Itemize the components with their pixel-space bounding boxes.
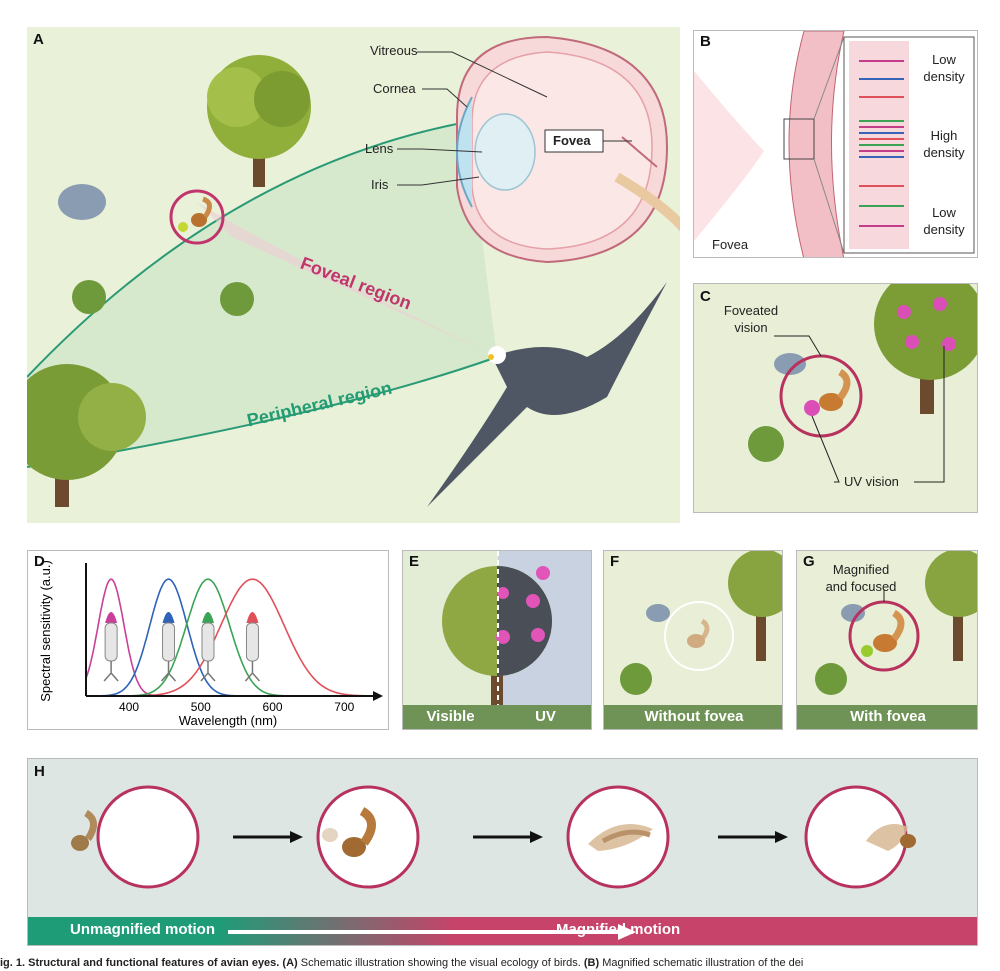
- label-low-density-bottom: Low density: [923, 205, 965, 237]
- label-without-fovea: Without fovea: [604, 705, 782, 729]
- panel-c-illustration: [748, 284, 977, 483]
- label-lens: Lens: [365, 141, 394, 156]
- uv-leader-fruit: [914, 346, 945, 483]
- fruit-tree: [874, 284, 977, 414]
- sensitivity-curve-3: [86, 578, 373, 697]
- panel-b-label: B: [700, 33, 711, 50]
- rock: [58, 184, 106, 220]
- x-tick-label: 600: [263, 700, 283, 714]
- panel-e-illustration: [403, 551, 591, 729]
- panel-c: C Foveated vision UV vision: [693, 283, 978, 513]
- panel-b: B Fovea Low density High densit: [693, 30, 978, 258]
- cone-glyph-3: [200, 612, 216, 682]
- peripheral-region-boundary-top: [27, 121, 468, 378]
- label-fovea: Fovea: [553, 133, 591, 148]
- sensitivity-curve-4: [86, 578, 373, 697]
- panel-g-illustration: [815, 551, 977, 695]
- fovea-pit-left: [694, 71, 764, 241]
- foveal-target-circle: [169, 189, 225, 245]
- panel-d-label: D: [34, 553, 45, 570]
- label-unmagnified-motion: Unmagnified motion: [70, 921, 215, 938]
- spectral-sensitivity-chart: 400 500 600 700 Spectral sensitivity (a.u.)…: [38, 560, 383, 728]
- panel-f-illustration: [620, 551, 782, 695]
- tree-top: [207, 55, 311, 187]
- x-axis-label: Wavelength (nm): [179, 713, 278, 728]
- cone-glyphs: [103, 612, 261, 682]
- panel-g-label: G: [803, 553, 815, 570]
- cone-glyph-4: [244, 612, 261, 682]
- bush-2: [220, 282, 254, 316]
- photoreceptors: [859, 60, 904, 227]
- panel-f-label: F: [610, 553, 620, 570]
- panel-a: A: [27, 27, 680, 523]
- label-foveated-vision: Foveated vision: [723, 303, 779, 335]
- eagle: [427, 282, 667, 507]
- y-axis-label: Spectral sensitivity (a.u.): [38, 560, 53, 702]
- label-with-fovea: With fovea: [797, 705, 977, 729]
- panel-a-illustration: [27, 35, 680, 507]
- panel-d: D 400 500 600 700 Spectral sensitivity (a.u…: [27, 550, 389, 730]
- unfocused-circle: [664, 601, 734, 671]
- label-iris: Iris: [371, 177, 389, 192]
- figure-caption: ig. 1. Structural and functional feature…: [0, 957, 804, 969]
- cone-glyph-2: [160, 612, 177, 682]
- x-axis-arrow: [373, 691, 383, 701]
- label-b-fovea: Fovea: [712, 237, 749, 252]
- bush-1: [72, 280, 106, 314]
- rock: [774, 353, 806, 375]
- x-tick-label: 700: [334, 700, 354, 714]
- label-magnified-motion: Magnified motion: [556, 921, 681, 938]
- panel-c-label: C: [700, 288, 711, 305]
- foveated-vision-circle: [779, 354, 863, 438]
- label-vitreous: Vitreous: [370, 43, 418, 58]
- zoom-line-bottom: [813, 158, 845, 254]
- label-uv-vision: UV vision: [844, 474, 899, 489]
- bush: [748, 426, 784, 462]
- uv-ball: [804, 400, 820, 416]
- zoom-box: [783, 118, 815, 160]
- zoom-line-top: [813, 36, 845, 120]
- label-cornea: Cornea: [373, 81, 416, 96]
- peripheral-region-wedge: [27, 122, 497, 467]
- uv-canopy: [497, 566, 552, 676]
- squirrel-tail: [202, 196, 212, 219]
- sensitivity-curve-1: [85, 578, 373, 697]
- label-magnified-focused: Magnified and focused: [825, 562, 897, 594]
- cone-glyph-1: [103, 612, 119, 682]
- x-tick-label: 400: [119, 700, 139, 714]
- squirrel-body: [819, 393, 843, 411]
- squirrel-body: [191, 213, 207, 227]
- panel-a-label: A: [33, 31, 44, 48]
- x-tick-label: 500: [191, 700, 211, 714]
- panel-b-illustration: [694, 31, 975, 257]
- visible-uv-bar: [403, 705, 591, 729]
- eye-diagram: [397, 35, 680, 264]
- panel-e: E Visible UV: [402, 550, 592, 730]
- label-high-density: High density: [923, 128, 965, 160]
- foveated-leader: [774, 335, 822, 357]
- uv-leader-ball: [811, 415, 840, 483]
- tree-bottom-left: [27, 364, 146, 507]
- label-low-density-top: Low density: [923, 52, 965, 84]
- sensitivity-curve-2: [86, 578, 373, 697]
- squirrel-tail: [837, 368, 851, 401]
- panel-h-illustration: [28, 785, 977, 945]
- x-ticks: 400 500 600 700: [119, 700, 355, 714]
- panel-f: F Without fovea: [603, 550, 783, 730]
- panel-g: G Magnified and focused With fovea: [796, 550, 978, 730]
- label-visible: Visible: [426, 708, 475, 725]
- panel-e-label: E: [409, 553, 420, 570]
- label-uv: UV: [535, 708, 556, 725]
- ball: [178, 222, 188, 232]
- panel-h: H: [27, 758, 978, 946]
- retina-band: [788, 31, 845, 257]
- motion-circle-1: [96, 785, 200, 889]
- panel-h-label: H: [34, 763, 45, 780]
- sensitivity-curves: [85, 578, 373, 697]
